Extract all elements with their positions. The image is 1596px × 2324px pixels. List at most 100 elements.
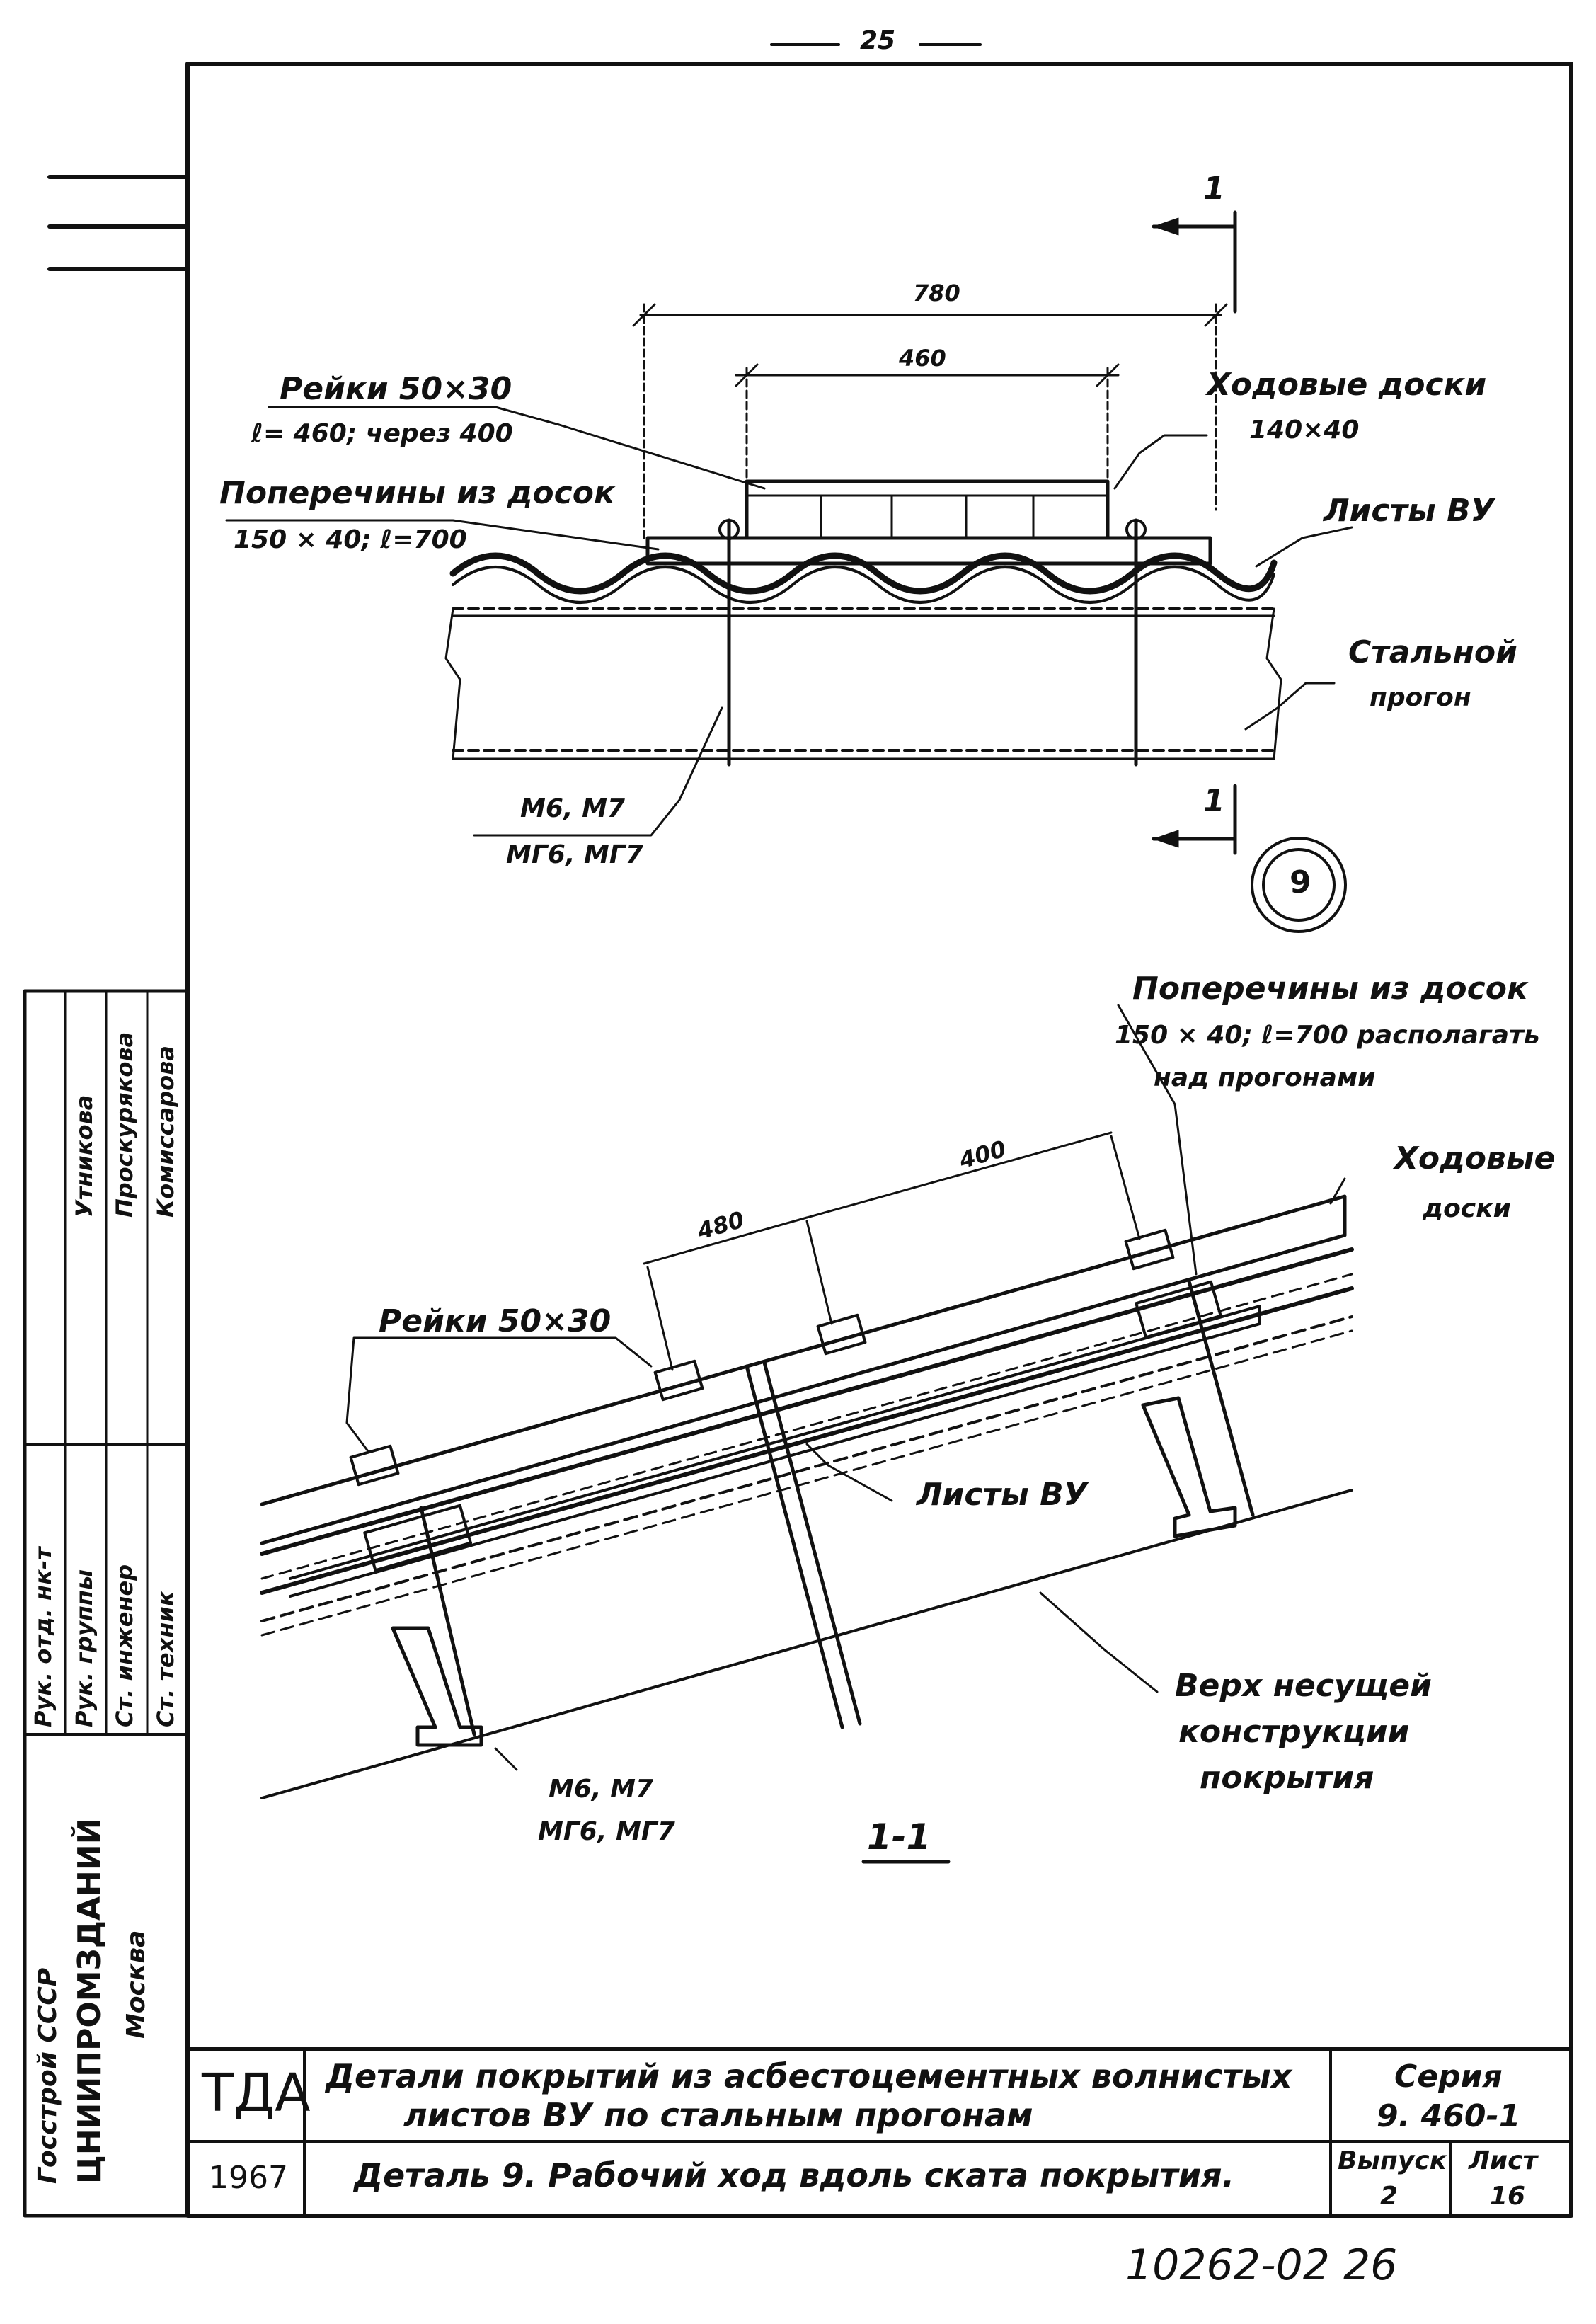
plan-crossbars-label: Поперечины из досок — [219, 475, 615, 511]
leader-crossbars-section — [1117, 1004, 1198, 1276]
leader-walk-boards — [1113, 434, 1208, 490]
section-bolt — [419, 1506, 476, 1736]
dim-460-tick — [1096, 363, 1120, 387]
section-dim-480-ext — [646, 1266, 674, 1371]
stamp-name-3: Комиссарова — [152, 1046, 179, 1218]
section-rail — [653, 1359, 704, 1402]
leader-sheets-section — [805, 1443, 893, 1502]
section-bolt — [1187, 1279, 1255, 1517]
series-value: 9. 460-1 — [1377, 2098, 1521, 2134]
section-strap — [745, 1364, 844, 1729]
purlin-break-right — [1265, 607, 1282, 760]
section-rail — [1124, 1228, 1175, 1271]
section-rail — [816, 1313, 867, 1356]
section-purlin-channel — [391, 1626, 483, 1747]
section-block — [1135, 1280, 1222, 1339]
cut-arrowhead-top — [1153, 217, 1179, 236]
leader-fasteners-section — [494, 1747, 518, 1771]
dim-460-tick — [735, 363, 759, 387]
plan-purlin-label-2: прогон — [1370, 683, 1471, 712]
title-block-year: 1967 — [209, 2160, 288, 2196]
leader-fasteners — [473, 706, 723, 837]
leader-rails-section-2 — [536, 1336, 653, 1368]
cut-arrowhead-bottom — [1153, 830, 1179, 848]
detail-circle-inner — [1262, 848, 1336, 922]
section-walk-boards-1: Ходовые — [1394, 1140, 1556, 1177]
title-block-code: ТДА — [202, 2063, 311, 2124]
plan-rails-spec: ℓ= 460; через 400 — [251, 419, 513, 448]
archive-number: 10262-02 26 — [1125, 2240, 1398, 2290]
plan-crossbars-spec: 150 × 40; ℓ=700 — [234, 525, 467, 554]
section-marker-top: 1 — [1203, 171, 1225, 207]
section-purlin-line-2 — [260, 1329, 1353, 1637]
sheet-label: Лист — [1469, 2146, 1538, 2175]
section-strap — [762, 1361, 862, 1726]
stamp-role-2: Рук. группы — [71, 1569, 98, 1727]
plan-sheets-label: Листы ВУ — [1324, 493, 1495, 529]
stamp-role-3: Ст. инженер — [111, 1564, 138, 1727]
section-sheet-lower — [260, 1286, 1354, 1595]
section-fasteners-1: М6, М7 — [549, 1775, 653, 1804]
dim-460-label: 460 — [899, 345, 946, 372]
section-sheet — [260, 1247, 1354, 1556]
section-support-line — [260, 1489, 1353, 1799]
leader-crossbars — [225, 519, 660, 551]
leader-rails-section — [345, 1336, 539, 1453]
section-crossbar — [289, 1305, 1261, 1598]
stamp-role-4: Ст. техник — [152, 1591, 179, 1727]
stamp-name-1: Утникова — [71, 1094, 98, 1218]
leader-support-section — [1039, 1591, 1159, 1693]
detail-number: 9 — [1290, 864, 1311, 900]
corrugated-sheet — [449, 552, 1278, 595]
section-fasteners-2: МГ6, МГ7 — [538, 1817, 675, 1846]
stamp-name-2: Проскурякова — [111, 1031, 138, 1218]
plan-walk-boards-label: Ходовые доски — [1207, 367, 1487, 403]
section-sheets-label: Листы ВУ — [917, 1477, 1088, 1513]
stamp-role-1: Рук. отд. нк-т — [30, 1547, 57, 1727]
section-dim-400-ext — [1110, 1135, 1141, 1240]
section-dim-480 — [643, 1216, 808, 1265]
section-walk-boards-2: доски — [1423, 1194, 1511, 1223]
dim-780-label: 780 — [913, 280, 960, 307]
stamp-org-1: Госстрой СССР — [33, 1967, 62, 2184]
section-walk-board — [260, 1194, 1347, 1545]
crossbar-board — [645, 536, 1212, 566]
plan-fasteners-1: М6, М7 — [520, 794, 625, 823]
page-number: 25 — [860, 26, 896, 55]
leader-walk-section — [1329, 1177, 1346, 1205]
leader-purlin — [1244, 682, 1336, 731]
plan-purlin-label-1: Стальной — [1348, 634, 1517, 670]
section-block — [363, 1504, 473, 1572]
plan-rails-label: Рейки 50×30 — [280, 371, 512, 407]
leader-rails — [268, 406, 766, 490]
sheet-value: 16 — [1490, 2182, 1526, 2211]
title-line-2: листов ВУ по стальным прогонам — [403, 2096, 1033, 2134]
purlin-break-left — [444, 607, 461, 760]
section-support-3: покрытия — [1200, 1760, 1374, 1796]
plan-fasteners-2: МГ6, МГ7 — [506, 840, 643, 869]
detail-circle-outer — [1251, 837, 1347, 933]
stamp-org-2: ЦНИИПРОМЗДАНИЙ — [71, 1818, 108, 2184]
section-purlin-channel — [1141, 1396, 1237, 1538]
section-crossbars-spec: 150 × 40; ℓ=700 располагать — [1115, 1021, 1540, 1050]
section-dim-400 — [805, 1131, 1113, 1219]
plan-walk-boards-spec: 140×40 — [1249, 416, 1360, 445]
title-line-1: Детали покрытий из асбестоцементных волн… — [326, 2057, 1292, 2095]
series-label: Серия — [1394, 2059, 1503, 2095]
section-title: 1-1 — [867, 1816, 931, 1858]
dim-780-tick — [1204, 303, 1228, 327]
section-sheet-dashed — [260, 1273, 1353, 1580]
walk-boards — [745, 479, 1110, 540]
issue-label: Выпуск — [1338, 2146, 1447, 2175]
section-support-1: Верх несущей — [1175, 1668, 1432, 1704]
section-crossbars-label: Поперечины из досок — [1132, 971, 1528, 1007]
issue-value: 2 — [1380, 2182, 1399, 2211]
section-support-2: конструкции — [1178, 1714, 1410, 1750]
section-dim-480-ext — [805, 1220, 833, 1325]
section-crossbars-spec-2: над прогонами — [1154, 1063, 1376, 1092]
dim-780-tick — [632, 303, 656, 327]
section-marker-bottom: 1 — [1203, 783, 1225, 819]
leader-sheets — [1255, 526, 1353, 568]
corrugated-sheet-inner — [452, 566, 1275, 604]
